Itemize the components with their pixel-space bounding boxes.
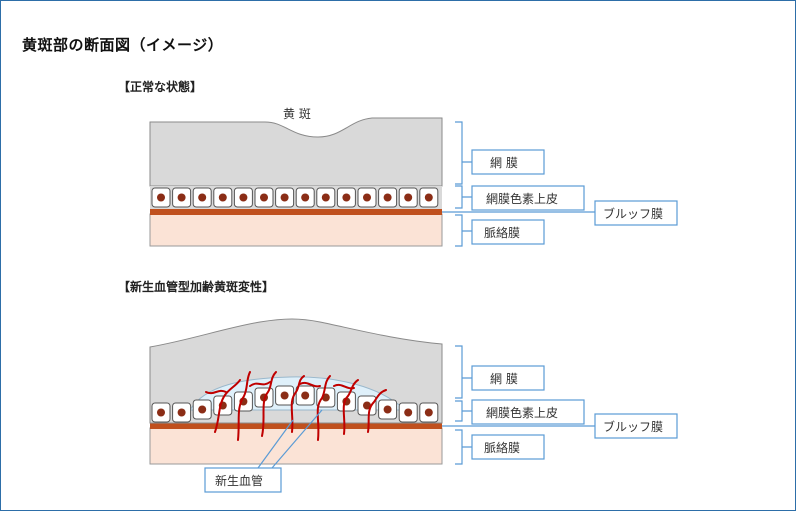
new-vessel-branch [205, 389, 227, 395]
new-vessel-branch [261, 371, 277, 437]
cell-nucleus [363, 193, 371, 202]
amd-vessel-label: 新生血管 [215, 473, 263, 488]
amd-vessel-leader [257, 409, 323, 469]
cell-nucleus [239, 193, 248, 202]
amd-choroid-bracket [455, 429, 472, 465]
cell-nucleus [404, 408, 413, 417]
figure-title: 黄斑部の断面図（イメージ） [22, 36, 224, 54]
normal-bruch-label: ブルッフ膜 [603, 206, 663, 221]
normal-retina-layer [149, 117, 443, 187]
amd-retina-bracket [455, 345, 472, 399]
cell-nucleus [383, 193, 392, 202]
cell-nucleus [218, 193, 227, 202]
new-vessel-branch [367, 389, 387, 433]
new-vessel-branch [299, 381, 321, 388]
amd-bruch-membrane [150, 423, 442, 429]
cell-nucleus [301, 391, 310, 400]
cell-nucleus [342, 193, 351, 202]
amd-choroid-layer [149, 427, 443, 465]
normal-choroid-bracket [455, 214, 472, 247]
cell-nucleus [177, 193, 186, 202]
normal-rpe-bracket [455, 185, 472, 209]
normal-rpe-cells [151, 187, 439, 208]
amd-diagram: 網 膜 網膜色素上皮 ブルッフ膜 脈絡膜 新生血管 [149, 318, 678, 493]
normal-choroid-label: 脈絡膜 [484, 225, 520, 240]
new-vessel-branch [237, 371, 251, 441]
normal-diagram: 黄 斑 網 膜 網膜色素上皮 ブルッフ膜 脈絡膜 [149, 107, 678, 247]
cell-nucleus [383, 405, 392, 414]
cell-nucleus [157, 408, 165, 417]
cell-nucleus [157, 193, 165, 202]
normal-choroid-layer [149, 213, 443, 247]
amd-rpe-label: 網膜色素上皮 [486, 406, 558, 420]
new-vessel-branch [333, 383, 355, 390]
cell-nucleus [321, 193, 330, 202]
cell-nucleus [424, 193, 433, 202]
amd-rpe-bracket [455, 400, 472, 422]
new-vessel-branch [290, 375, 305, 433]
cell-nucleus [404, 193, 413, 202]
new-vessel-branch [316, 375, 331, 441]
amd-heading: 【新生血管型加齢黄斑変性】 [118, 280, 275, 294]
cell-nucleus [301, 193, 310, 202]
new-vessel-branch [249, 381, 271, 387]
amd-new-vessels [205, 371, 387, 441]
amd-bruch-label: ブルッフ膜 [603, 419, 663, 434]
cell-nucleus [198, 405, 207, 414]
cell-nucleus [177, 408, 186, 417]
normal-state-heading: 【正常な状態】 [118, 80, 203, 94]
cell-nucleus [280, 391, 289, 400]
cell-nucleus [363, 401, 371, 410]
normal-bruch-membrane [150, 209, 442, 215]
amd-rpe-cells [151, 385, 439, 423]
new-vessel-branch [342, 379, 359, 435]
normal-macula-label: 黄 斑 [283, 107, 311, 121]
cell-nucleus [198, 193, 207, 202]
normal-rpe-label: 網膜色素上皮 [486, 192, 558, 206]
amd-retina-label: 網 膜 [490, 372, 518, 386]
new-vessel-branch [214, 379, 241, 433]
cell-nucleus [424, 408, 433, 417]
cell-nucleus [260, 193, 268, 202]
normal-retina-label: 網 膜 [490, 156, 518, 170]
normal-retina-bracket [455, 121, 472, 185]
amd-choroid-label: 脈絡膜 [484, 440, 520, 455]
cell-nucleus [280, 193, 289, 202]
